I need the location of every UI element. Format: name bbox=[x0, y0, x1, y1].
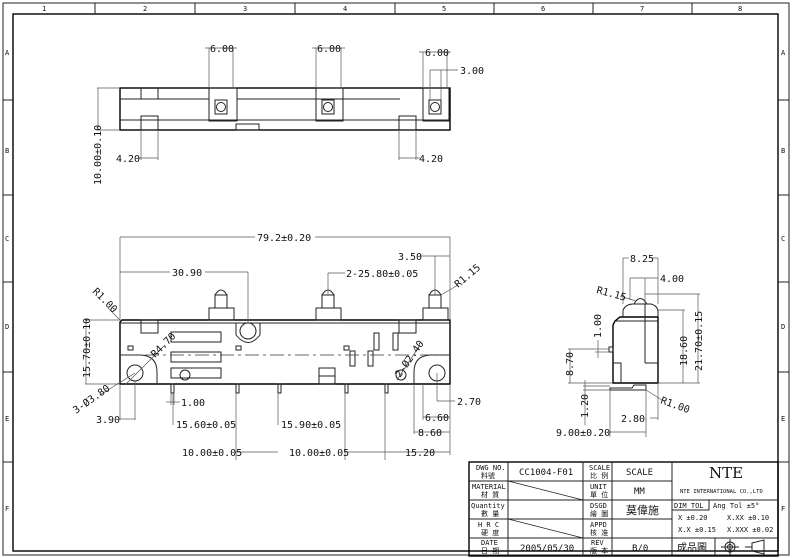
overall-length-dimension: 79.2±0.20 bbox=[257, 233, 311, 244]
dimension-label: 10.00±0.05 bbox=[289, 448, 349, 459]
dimension-label: R1.15 bbox=[453, 263, 483, 291]
row-label: A bbox=[781, 49, 786, 57]
dimension-label: 1.00 bbox=[593, 314, 604, 338]
dimension-label: 6.00 bbox=[317, 44, 341, 55]
dimension-label: 10.00±0.05 bbox=[182, 448, 242, 459]
row-label: C bbox=[5, 235, 9, 243]
drawing-number: CC1004-F01 bbox=[519, 468, 573, 478]
unit-label-cn: 單 位 bbox=[590, 490, 608, 499]
title-block: DWG NO. 料號 CC1004-F01 SCALE 比 例 SCALE NT… bbox=[468, 461, 779, 557]
appd-label: APPD bbox=[590, 521, 607, 529]
date-label-cn: 日 期 bbox=[481, 547, 499, 555]
scale-label: SCALE bbox=[589, 464, 610, 472]
column-label: 6 bbox=[541, 5, 545, 13]
dimension-label: 6.00 bbox=[210, 44, 234, 55]
dimension-label: 4.00 bbox=[660, 274, 684, 285]
column-label: 3 bbox=[243, 5, 247, 13]
dimension-label: 15.20 bbox=[405, 448, 435, 459]
rev-label: REV bbox=[591, 539, 604, 547]
column-label: 8 bbox=[738, 5, 742, 13]
dimension-label: 15.60±0.05 bbox=[176, 420, 236, 431]
hrc-label: H R C bbox=[478, 521, 499, 529]
quantity-label: Quantity bbox=[471, 502, 505, 510]
dimension-label: 8.60 bbox=[418, 428, 442, 439]
date-label: DATE bbox=[481, 539, 498, 547]
dimension-label: 2-25.80±0.05 bbox=[346, 269, 418, 280]
dimension-label: 9.00±0.20 bbox=[556, 428, 610, 439]
top-view: 6.00 6.00 6.00 3.00 4.20 4.20 10.00±0.10 bbox=[93, 44, 484, 185]
dimension-label: 3-Ø3.80 bbox=[71, 382, 112, 416]
dimension-label: 21.70±0.15 bbox=[694, 311, 705, 371]
tolerance-x: X ±0.20 bbox=[678, 514, 708, 522]
tolerance-x-x: X.X ±0.15 bbox=[678, 526, 716, 534]
material-label: MATERIAL bbox=[472, 483, 506, 491]
dimension-label: 8.25 bbox=[630, 254, 654, 265]
dimension-label: 3.90 bbox=[96, 415, 120, 426]
revision-value: B/0 bbox=[632, 544, 648, 554]
finished-drawing-label: 成品圖 bbox=[677, 542, 707, 554]
company-name: NTE INTERNATIONAL CO.,LTD bbox=[680, 489, 763, 495]
dimension-label: 10.00±0.10 bbox=[93, 125, 104, 185]
material-label-cn: 材 質 bbox=[481, 490, 499, 499]
dimension-label: 6.00 bbox=[425, 48, 449, 59]
column-label: 4 bbox=[343, 5, 347, 13]
side-view: 8.25 4.00 R1.15 1.00 18.60 21.70±0.15 8.… bbox=[556, 254, 705, 439]
dimension-label: 30.90 bbox=[172, 268, 202, 279]
third-angle-projection-icon bbox=[721, 539, 765, 555]
front-view: 79.2±0.20 30.90 3.50 2-25.80±0.05 R1.15 … bbox=[71, 233, 483, 460]
row-label: D bbox=[5, 323, 9, 331]
row-label: B bbox=[781, 147, 785, 155]
date-value: 2005/05/30 bbox=[520, 544, 574, 554]
dimension-label: 2.80 bbox=[621, 414, 645, 425]
dimension-label: R1.00 bbox=[90, 286, 119, 315]
dimension-label: R1.15 bbox=[595, 285, 627, 303]
dimension-label: 18.60 bbox=[679, 336, 690, 366]
row-label: D bbox=[781, 323, 785, 331]
dimension-label: 4.20 bbox=[419, 154, 443, 165]
dimension-label: R1.00 bbox=[659, 395, 691, 416]
dimension-label: 1.20 bbox=[580, 394, 591, 418]
column-label: 1 bbox=[42, 5, 46, 13]
row-label: E bbox=[5, 415, 9, 423]
dsgd-label: DSGD bbox=[590, 502, 607, 510]
column-label: 7 bbox=[640, 5, 644, 13]
dimension-label: 8.70 bbox=[565, 352, 576, 376]
row-label: B bbox=[5, 147, 9, 155]
tolerance-xxx: X.XXX ±0.02 bbox=[727, 526, 773, 534]
appd-label-cn: 核 准 bbox=[590, 528, 608, 537]
dimension-label: 2.70 bbox=[457, 397, 481, 408]
column-label: 5 bbox=[442, 5, 446, 13]
tolerance-xx: X.XX ±0.10 bbox=[727, 514, 769, 522]
dwg-no-label: DWG NO. bbox=[476, 464, 506, 472]
dimension-label: 15.70±0.10 bbox=[82, 318, 93, 378]
dimension-label: 1.00 bbox=[181, 398, 205, 409]
dsgd-label-cn: 繪 圖 bbox=[590, 509, 608, 518]
row-label: F bbox=[5, 505, 9, 513]
dimension-label: 15.90±0.05 bbox=[281, 420, 341, 431]
dimension-label: R4.70 bbox=[149, 331, 178, 360]
quantity-label-cn: 數 量 bbox=[481, 509, 499, 518]
rev-label-cn: 版 本 bbox=[590, 546, 608, 555]
dim-tol-label: DIM TOL bbox=[674, 502, 704, 510]
designer-name: 莫偉施 bbox=[626, 504, 659, 517]
scale-label-cn: 比 例 bbox=[590, 471, 608, 480]
angle-tolerance: Ang Tol ±5° bbox=[713, 502, 759, 510]
dimension-label: 4.20 bbox=[116, 154, 140, 165]
dwg-no-label-cn: 料號 bbox=[481, 471, 495, 480]
unit-label: UNIT bbox=[590, 483, 608, 491]
row-label: E bbox=[781, 415, 785, 423]
company-logo-text: NTE bbox=[709, 464, 743, 482]
dimension-label: 3.00 bbox=[460, 66, 484, 77]
scale-value: SCALE bbox=[626, 468, 653, 478]
row-label: A bbox=[5, 49, 10, 57]
row-label: F bbox=[781, 505, 785, 513]
dimension-label: 3.50 bbox=[398, 252, 422, 263]
hrc-label-cn: 硬 度 bbox=[481, 528, 499, 537]
column-label: 2 bbox=[143, 5, 147, 13]
unit-value: MM bbox=[634, 487, 645, 497]
row-label: C bbox=[781, 235, 785, 243]
dimension-label: 6.60 bbox=[425, 413, 449, 424]
